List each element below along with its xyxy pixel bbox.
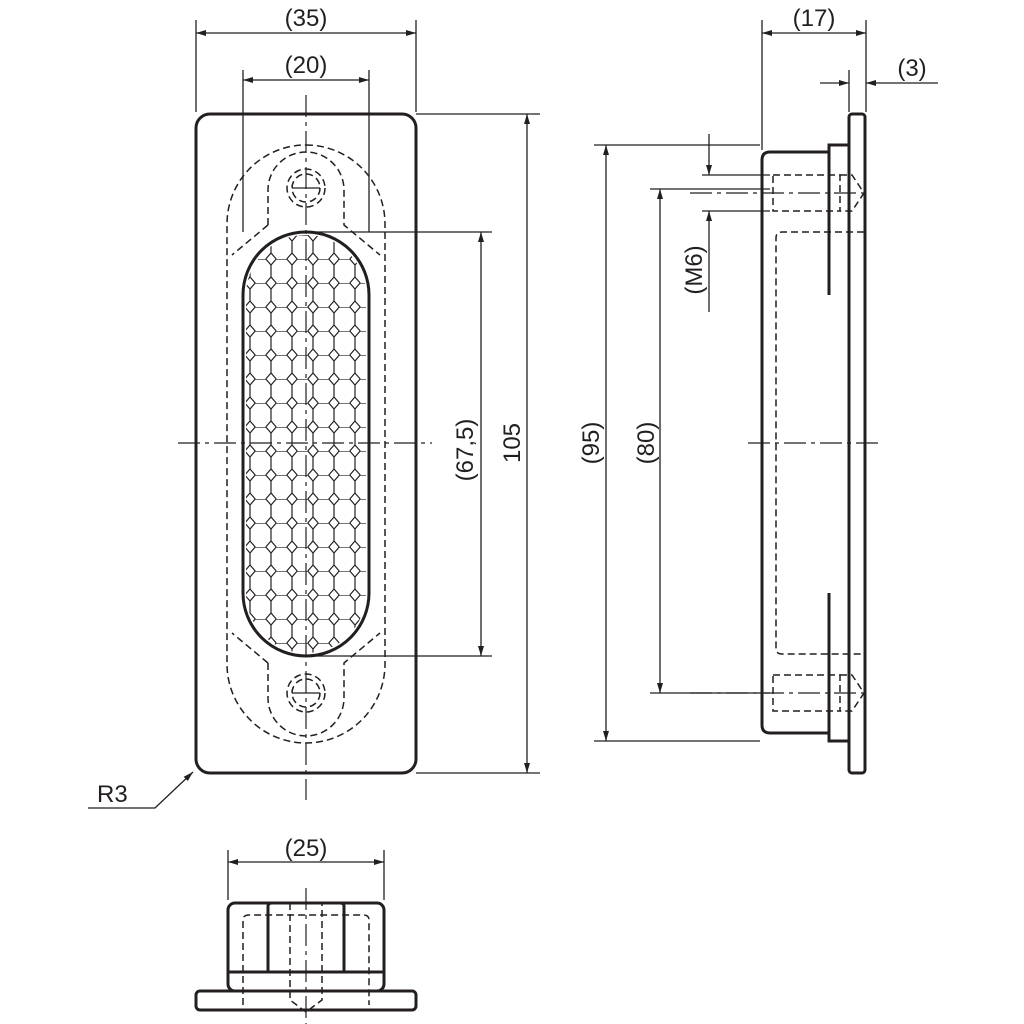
- dim-width-grip: (20): [285, 52, 328, 79]
- dim-plate-thickness: (3): [897, 55, 926, 82]
- front-view: (35) (20) 105 (67,5) R3: [88, 5, 540, 809]
- side-view: (17) (3) (95) (80) (M6): [578, 5, 938, 775]
- dim-depth-total: (17): [793, 5, 836, 32]
- hidden-cavity: [775, 231, 864, 655]
- dim-height-outer: 105: [499, 423, 526, 463]
- dim-body-height: (95): [578, 422, 605, 465]
- radius-leader: [88, 771, 194, 809]
- dim-hole-spacing: (80): [633, 422, 660, 465]
- bottom-view: (25): [194, 835, 418, 1024]
- dim-corner-radius: R3: [97, 781, 128, 808]
- dim-width-outer: (35): [285, 5, 328, 32]
- hidden-lug-top: [267, 151, 381, 256]
- dim-height-grip: (67,5): [452, 419, 479, 482]
- dim-body-width: (25): [285, 835, 328, 862]
- hidden-lug-top-left: [231, 224, 269, 256]
- hidden-lug-bottom: [231, 632, 381, 737]
- dim-thread: (M6): [681, 245, 708, 294]
